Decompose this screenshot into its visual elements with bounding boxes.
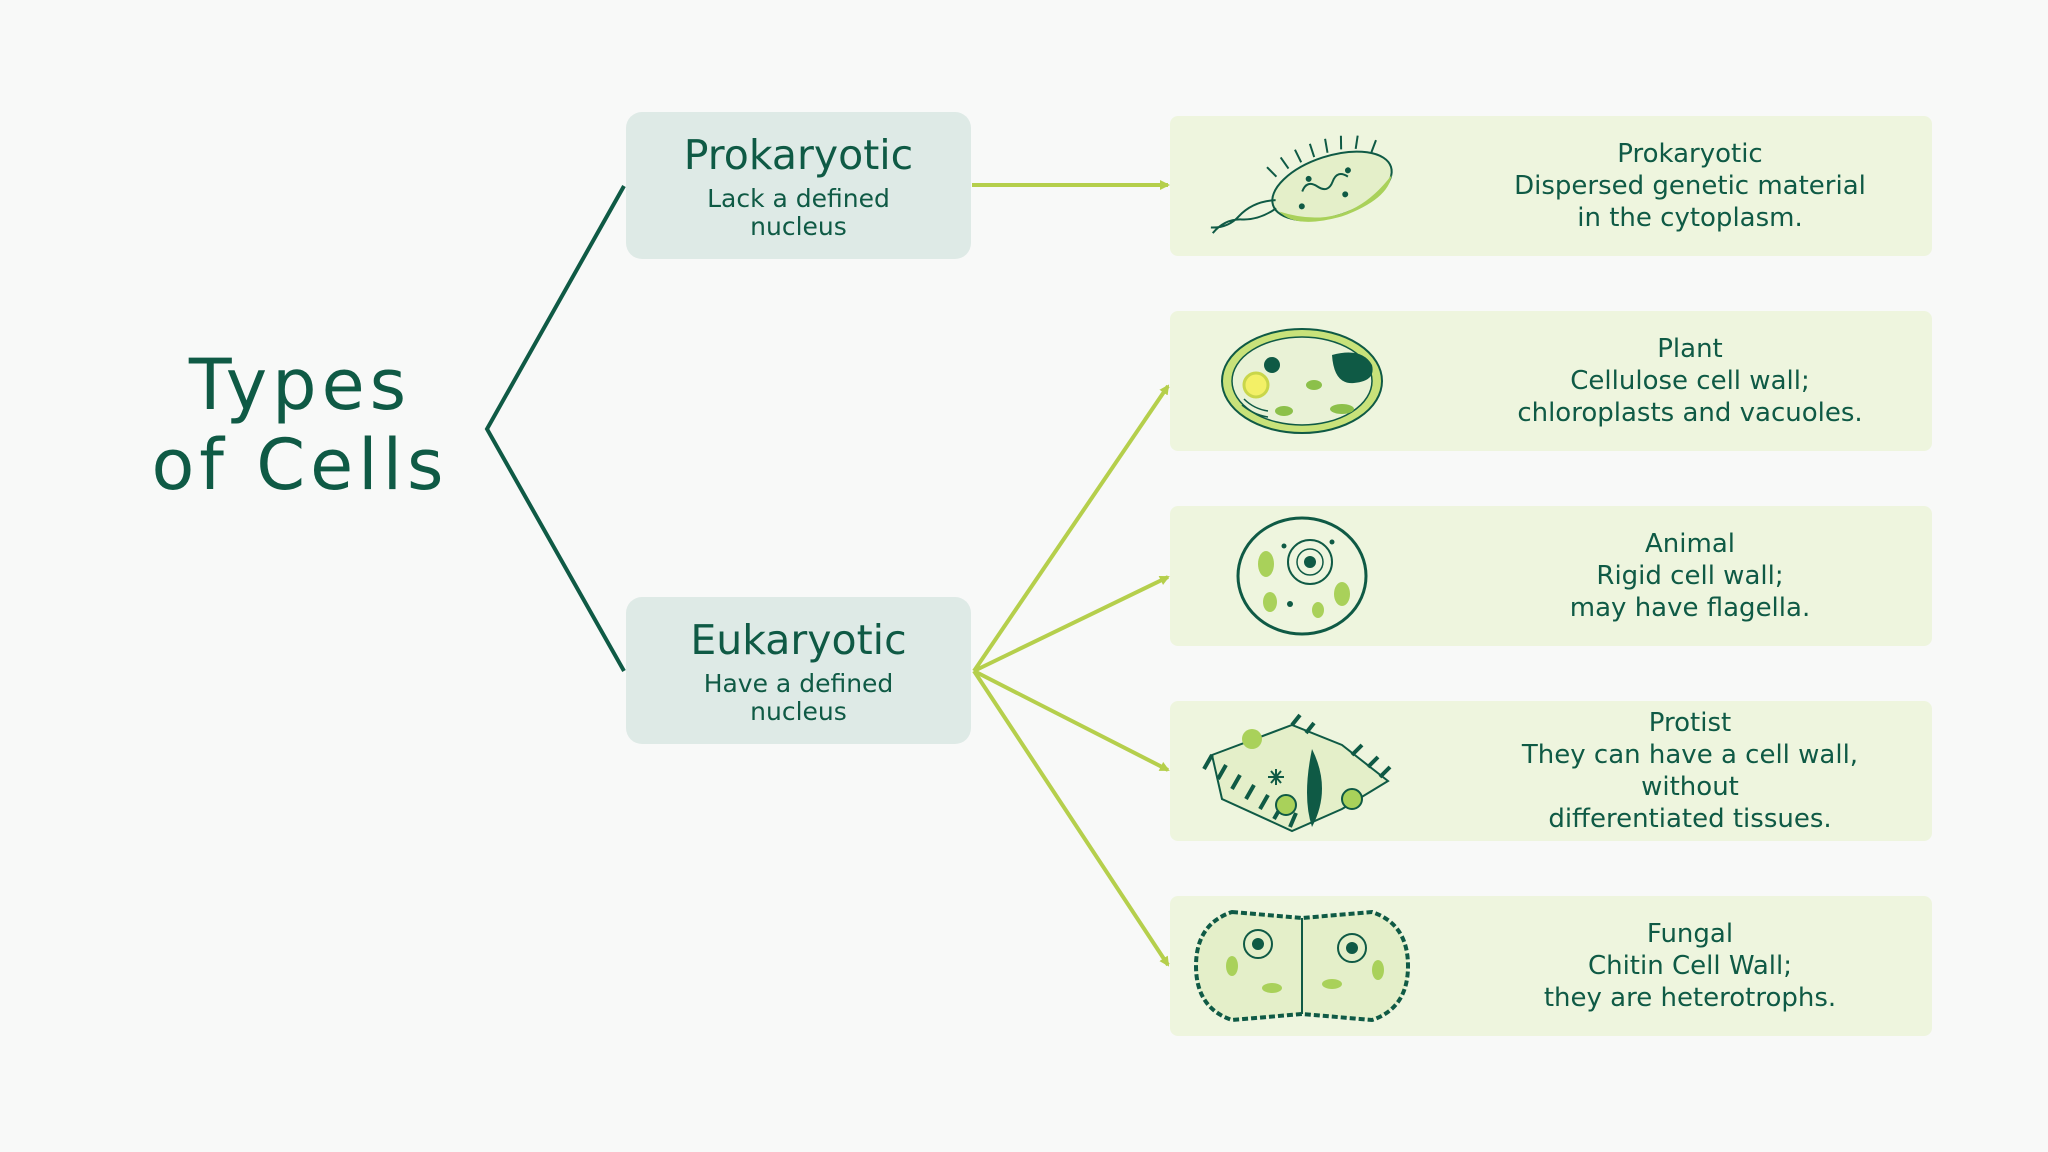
cell-card-animal: Animal Rigid cell wall; may have flagell… bbox=[1170, 506, 1932, 646]
category-title: Prokaryotic bbox=[683, 130, 914, 179]
cell-name: Fungal bbox=[1646, 919, 1734, 949]
cell-card-protist: Protist They can have a cell wall, witho… bbox=[1170, 701, 1932, 841]
plant-cell-icon bbox=[1221, 328, 1383, 434]
cell-name: Protist bbox=[1648, 708, 1732, 738]
cell-desc-line-2: differentiated tissues. bbox=[1548, 804, 1832, 834]
category-eukaryotic: Eukaryotic Have a defined nucleus bbox=[626, 597, 971, 744]
cell-desc-line-1: Cellulose cell wall; bbox=[1570, 366, 1810, 396]
cell-card-text: Plant Cellulose cell wall; chloroplasts … bbox=[1470, 311, 1910, 451]
cell-name: Prokaryotic bbox=[1617, 139, 1763, 169]
cell-name: Animal bbox=[1645, 529, 1735, 559]
animal-arrow bbox=[973, 575, 1170, 673]
cell-desc-line-2: may have flagella. bbox=[1569, 593, 1811, 623]
page-title: Types of Cells bbox=[120, 345, 480, 505]
cell-desc-line-2: chloroplasts and vacuoles. bbox=[1517, 398, 1863, 428]
category-prokaryotic: Prokaryotic Lack a defined nucleus bbox=[626, 112, 971, 259]
cell-desc-line-1: Rigid cell wall; bbox=[1596, 561, 1784, 591]
title-line-1: Types bbox=[188, 344, 412, 426]
protist-arrow bbox=[973, 669, 1170, 772]
cell-desc-line-1: Chitin Cell Wall; bbox=[1587, 951, 1793, 981]
fungal-cell-icon bbox=[1193, 909, 1411, 1023]
cell-card-text: Fungal Chitin Cell Wall; they are hetero… bbox=[1470, 896, 1910, 1036]
cell-desc-line-2: they are heterotrophs. bbox=[1543, 983, 1837, 1013]
cell-card-plant: Plant Cellulose cell wall; chloroplasts … bbox=[1170, 311, 1932, 451]
cell-card-text: Prokaryotic Dispersed genetic material i… bbox=[1470, 116, 1910, 256]
cell-card-fungal: Fungal Chitin Cell Wall; they are hetero… bbox=[1170, 896, 1932, 1036]
title-branch-line bbox=[484, 185, 626, 672]
title-line-2: of Cells bbox=[151, 424, 449, 506]
cell-name: Plant bbox=[1657, 334, 1723, 364]
cell-desc-line-1: Dispersed genetic material bbox=[1514, 171, 1866, 201]
cell-card-text: Animal Rigid cell wall; may have flagell… bbox=[1470, 506, 1910, 646]
cell-card-text: Protist They can have a cell wall, witho… bbox=[1470, 701, 1910, 841]
category-description: Have a defined nucleus bbox=[703, 668, 894, 726]
category-title: Eukaryotic bbox=[690, 615, 907, 664]
cell-desc-line-1: They can have a cell wall, without bbox=[1521, 740, 1859, 802]
cell-desc-line-2: in the cytoplasm. bbox=[1577, 203, 1803, 233]
fungal-arrow bbox=[972, 669, 1170, 967]
cell-card-prokaryotic: Prokaryotic Dispersed genetic material i… bbox=[1170, 116, 1932, 256]
protist-icon bbox=[1202, 713, 1392, 833]
bacterium-icon bbox=[1210, 135, 1393, 234]
category-description: Lack a defined nucleus bbox=[707, 183, 890, 241]
plant-arrow bbox=[972, 384, 1170, 673]
animal-cell-icon bbox=[1236, 516, 1368, 636]
